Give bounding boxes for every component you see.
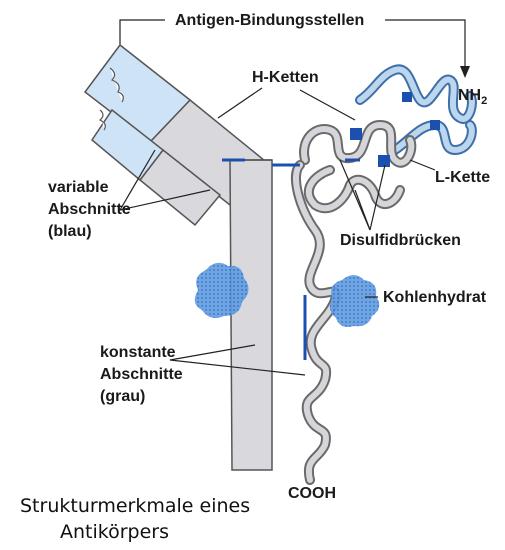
label-constant-2: Abschnitte	[100, 366, 183, 383]
label-variable-3: (blau)	[48, 223, 92, 240]
label-variable-1: variable	[48, 179, 109, 196]
label-cooh: COOH	[288, 485, 336, 502]
label-variable-2: Abschnitte	[48, 201, 131, 218]
label-h-chains: H-Ketten	[252, 69, 319, 86]
label-antigen-sites: Antigen-Bindungsstellen	[175, 12, 364, 29]
label-constant-1: konstante	[100, 344, 176, 361]
caption-line-2: Antikörpers	[60, 521, 169, 543]
right-light-chain	[360, 69, 472, 150]
caption-line-1: Strukturmerkmale eines	[20, 495, 250, 517]
label-disulfide: Disulfidbrücken	[340, 232, 461, 249]
fc-stem	[230, 160, 272, 470]
label-carbohydrate: Kohlenhydrat	[383, 289, 487, 306]
right-carbohydrate	[330, 275, 379, 327]
label-l-chain: L-Kette	[435, 169, 490, 186]
label-constant-3: (grau)	[100, 388, 145, 405]
